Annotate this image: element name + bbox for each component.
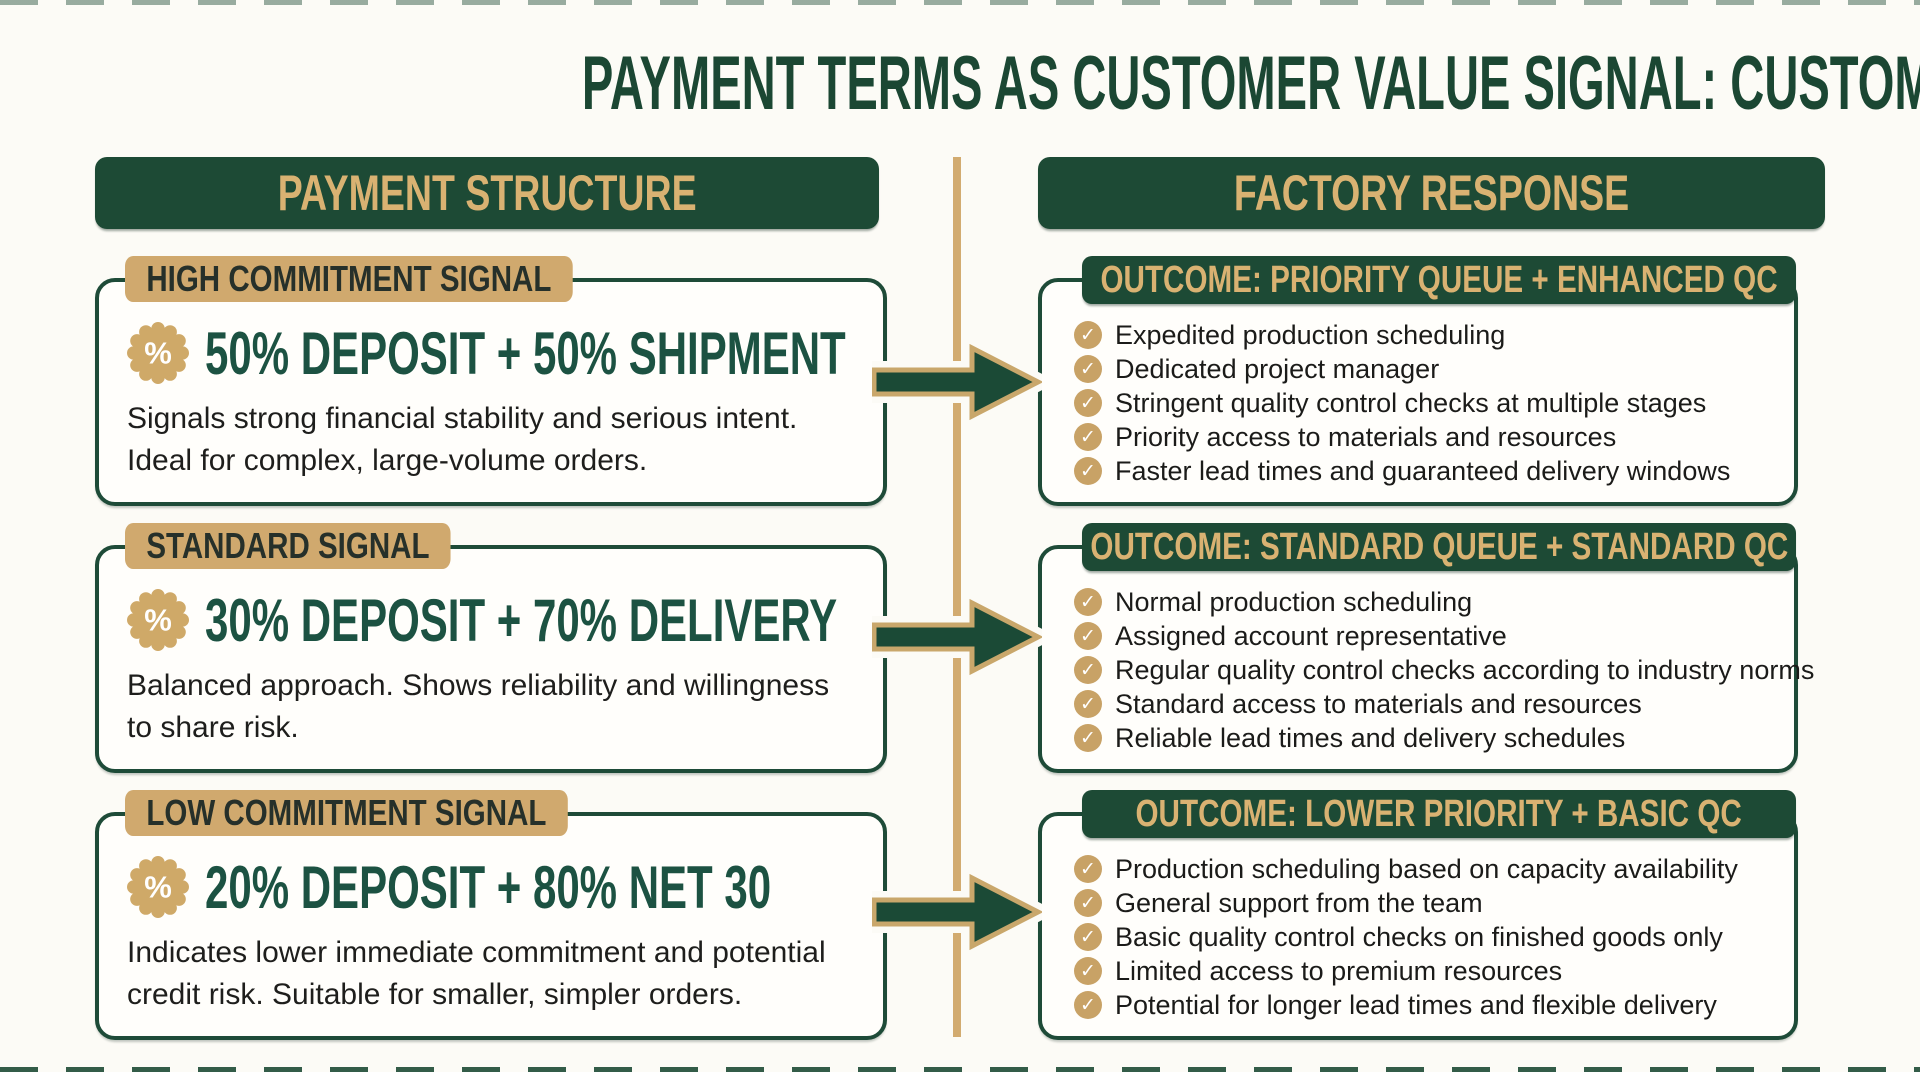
check-icon: ✓ bbox=[1074, 355, 1102, 383]
payment-structure-header: PAYMENT STRUCTURE bbox=[95, 157, 879, 229]
outcome-item: ✓Stringent quality control checks at mul… bbox=[1074, 386, 1794, 420]
outcome-card-priority: OUTCOME: PRIORITY QUEUE + ENHANCED QC ✓E… bbox=[1038, 256, 1798, 506]
check-icon: ✓ bbox=[1074, 889, 1102, 917]
flow-arrow-icon bbox=[872, 864, 1042, 960]
payment-card-low-commitment: LOW COMMITMENT SIGNAL % 20% DEPOSIT + 80… bbox=[95, 790, 887, 1040]
card-description: Signals strong financial stability and s… bbox=[127, 402, 798, 477]
column-divider bbox=[953, 157, 961, 1037]
top-dashed-border bbox=[0, 0, 1920, 5]
outcome-item: ✓Standard access to materials and resour… bbox=[1074, 687, 1794, 721]
outcome-item: ✓Regular quality control checks accordin… bbox=[1074, 653, 1814, 687]
outcome-item: ✓Faster lead times and guaranteed delive… bbox=[1074, 454, 1794, 488]
check-icon: ✓ bbox=[1074, 622, 1102, 650]
outcome-banner: OUTCOME: PRIORITY QUEUE + ENHANCED QC bbox=[1082, 256, 1796, 304]
outcome-card-standard: OUTCOME: STANDARD QUEUE + STANDARD QC ✓N… bbox=[1038, 523, 1814, 773]
check-icon: ✓ bbox=[1074, 923, 1102, 951]
outcome-item: ✓Potential for longer lead times and fle… bbox=[1074, 988, 1794, 1022]
card-description: Indicates lower immediate commitment and… bbox=[127, 936, 826, 1011]
flow-arrow-icon bbox=[872, 589, 1042, 685]
outcome-banner: OUTCOME: LOWER PRIORITY + BASIC QC bbox=[1082, 790, 1796, 838]
factory-response-header: FACTORY RESPONSE bbox=[1038, 157, 1825, 229]
outcome-list: ✓Production scheduling based on capacity… bbox=[1042, 852, 1794, 1022]
outcome-list: ✓Expedited production scheduling ✓Dedica… bbox=[1042, 318, 1794, 488]
card-heading: 50% DEPOSIT + 50% SHIPMENT bbox=[205, 319, 846, 387]
check-icon: ✓ bbox=[1074, 957, 1102, 985]
commitment-badge: STANDARD SIGNAL bbox=[125, 523, 451, 569]
flow-arrow-icon bbox=[872, 334, 1042, 430]
outcome-item: ✓Limited access to premium resources bbox=[1074, 954, 1794, 988]
outcome-item: ✓Production scheduling based on capacity… bbox=[1074, 852, 1794, 886]
svg-text:%: % bbox=[144, 336, 172, 371]
bottom-dashed-border bbox=[0, 1067, 1920, 1072]
check-icon: ✓ bbox=[1074, 423, 1102, 451]
check-icon: ✓ bbox=[1074, 389, 1102, 417]
payment-card-standard: STANDARD SIGNAL % 30% DEPOSIT + 70% DELI… bbox=[95, 523, 887, 773]
check-icon: ✓ bbox=[1074, 656, 1102, 684]
outcome-item: ✓Basic quality control checks on finishe… bbox=[1074, 920, 1794, 954]
percent-seal-icon: % bbox=[127, 856, 189, 918]
outcome-banner: OUTCOME: STANDARD QUEUE + STANDARD QC bbox=[1082, 523, 1796, 571]
card-description: Balanced approach. Shows reliability and… bbox=[127, 669, 830, 744]
commitment-badge: LOW COMMITMENT SIGNAL bbox=[125, 790, 568, 836]
page-title: PAYMENT TERMS AS CUSTOMER VALUE SIGNAL: … bbox=[581, 41, 1920, 126]
outcome-item: ✓Expedited production scheduling bbox=[1074, 318, 1794, 352]
outcome-item: ✓General support from the team bbox=[1074, 886, 1794, 920]
outcome-card-lower-priority: OUTCOME: LOWER PRIORITY + BASIC QC ✓Prod… bbox=[1038, 790, 1798, 1040]
outcome-item: ✓Dedicated project manager bbox=[1074, 352, 1794, 386]
outcome-item: ✓Normal production scheduling bbox=[1074, 585, 1794, 619]
svg-text:%: % bbox=[144, 603, 172, 638]
check-icon: ✓ bbox=[1074, 724, 1102, 752]
check-icon: ✓ bbox=[1074, 321, 1102, 349]
percent-seal-icon: % bbox=[127, 322, 189, 384]
outcome-item: ✓Priority access to materials and resour… bbox=[1074, 420, 1794, 454]
card-heading: 20% DEPOSIT + 80% NET 30 bbox=[205, 853, 772, 921]
outcome-item: ✓Reliable lead times and delivery schedu… bbox=[1074, 721, 1794, 755]
card-heading: 30% DEPOSIT + 70% DELIVERY bbox=[205, 586, 838, 654]
percent-seal-icon: % bbox=[127, 589, 189, 651]
commitment-badge: HIGH COMMITMENT SIGNAL bbox=[125, 256, 573, 302]
check-icon: ✓ bbox=[1074, 991, 1102, 1019]
check-icon: ✓ bbox=[1074, 855, 1102, 883]
check-icon: ✓ bbox=[1074, 457, 1102, 485]
outcome-list: ✓Normal production scheduling ✓Assigned … bbox=[1042, 585, 1814, 755]
svg-text:%: % bbox=[144, 870, 172, 905]
check-icon: ✓ bbox=[1074, 588, 1102, 616]
payment-card-high-commitment: HIGH COMMITMENT SIGNAL % 50% DEPOSIT + 5… bbox=[95, 256, 887, 506]
check-icon: ✓ bbox=[1074, 690, 1102, 718]
outcome-item: ✓Assigned account representative bbox=[1074, 619, 1794, 653]
